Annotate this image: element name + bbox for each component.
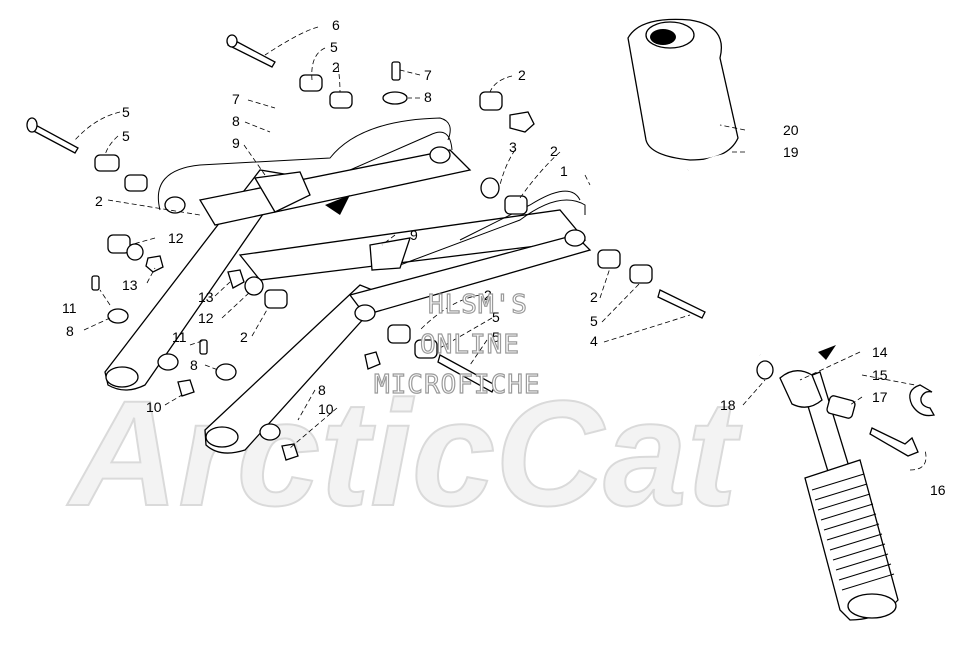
callout-c2e: 2 bbox=[240, 329, 248, 345]
callout-c8d: 8 bbox=[190, 357, 198, 373]
callout-c18: 18 bbox=[720, 397, 736, 413]
callout-c2g: 2 bbox=[590, 289, 598, 305]
callout-c8c: 8 bbox=[66, 323, 74, 339]
brand-watermark: ArcticCat bbox=[65, 368, 744, 538]
shock-lower-hardware bbox=[756, 360, 936, 457]
watermark-line-2: ONLINE bbox=[420, 330, 520, 360]
callout-c7a: 7 bbox=[424, 67, 432, 83]
coil-spring bbox=[687, 152, 804, 358]
callout-c9b: 9 bbox=[410, 227, 418, 243]
callout-c11a: 11 bbox=[62, 300, 77, 316]
callout-c2f: 2 bbox=[484, 287, 492, 303]
spring-cover bbox=[627, 18, 739, 161]
callout-c8a: 8 bbox=[424, 89, 432, 105]
callout-c5a: 5 bbox=[330, 39, 338, 55]
watermark-line-1: HLSM'S bbox=[428, 290, 528, 320]
callout-c6b: 5 bbox=[492, 329, 500, 345]
callout-c8b: 8 bbox=[232, 113, 240, 129]
shock-body bbox=[779, 370, 899, 621]
callout-c5b: 5 bbox=[122, 128, 130, 144]
callout-c1: 1 bbox=[560, 163, 568, 179]
callout-c12a: 12 bbox=[168, 230, 184, 246]
callout-c17: 17 bbox=[872, 389, 888, 405]
suspension-frame bbox=[104, 117, 592, 454]
brand-watermark-text: ArcticCat bbox=[66, 369, 743, 537]
callout-c5d: 5 bbox=[590, 313, 598, 329]
callout-c8e: 8 bbox=[318, 382, 326, 398]
callout-c10b: 10 bbox=[318, 401, 334, 417]
callout-c2d: 2 bbox=[95, 193, 103, 209]
hardware bbox=[26, 34, 706, 461]
callout-c2b: 2 bbox=[518, 67, 526, 83]
callout-c5c: 5 bbox=[492, 309, 500, 325]
leader-lines bbox=[74, 26, 927, 471]
shock-absorber-assembly bbox=[627, 18, 936, 621]
callout-c16: 16 bbox=[930, 482, 946, 498]
direction-arrow-left bbox=[325, 195, 350, 215]
callout-c11b: 11 bbox=[172, 329, 187, 345]
microfiche-watermark: HLSM'S ONLINE MICROFICHE bbox=[373, 289, 541, 400]
callout-labels: 6 5 2 7 8 2 5 5 7 8 9 3 2 1 2 12 9 13 11… bbox=[62, 17, 946, 498]
watermark-line-3: MICROFICHE bbox=[374, 370, 541, 400]
callout-c10a: 10 bbox=[146, 399, 162, 415]
callout-c15: 15 bbox=[872, 367, 888, 383]
callout-c12b: 12 bbox=[198, 310, 214, 326]
callout-c6a: 5 bbox=[122, 104, 130, 120]
callout-c2a: 2 bbox=[332, 59, 340, 75]
callout-c9a: 9 bbox=[232, 135, 240, 151]
callout-c13a: 13 bbox=[122, 277, 138, 293]
callout-c3: 3 bbox=[509, 139, 517, 155]
callout-c20: 20 bbox=[783, 122, 799, 138]
callout-c13b: 13 bbox=[198, 289, 214, 305]
callout-c14: 14 bbox=[872, 344, 888, 360]
callout-c2c: 2 bbox=[550, 143, 558, 159]
direction-arrow-right bbox=[818, 345, 836, 360]
callout-c7b: 7 bbox=[232, 91, 240, 107]
callout-c19: 19 bbox=[783, 144, 799, 160]
callout-c4b: 4 bbox=[590, 333, 598, 349]
callout-c4a: 6 bbox=[332, 17, 340, 33]
